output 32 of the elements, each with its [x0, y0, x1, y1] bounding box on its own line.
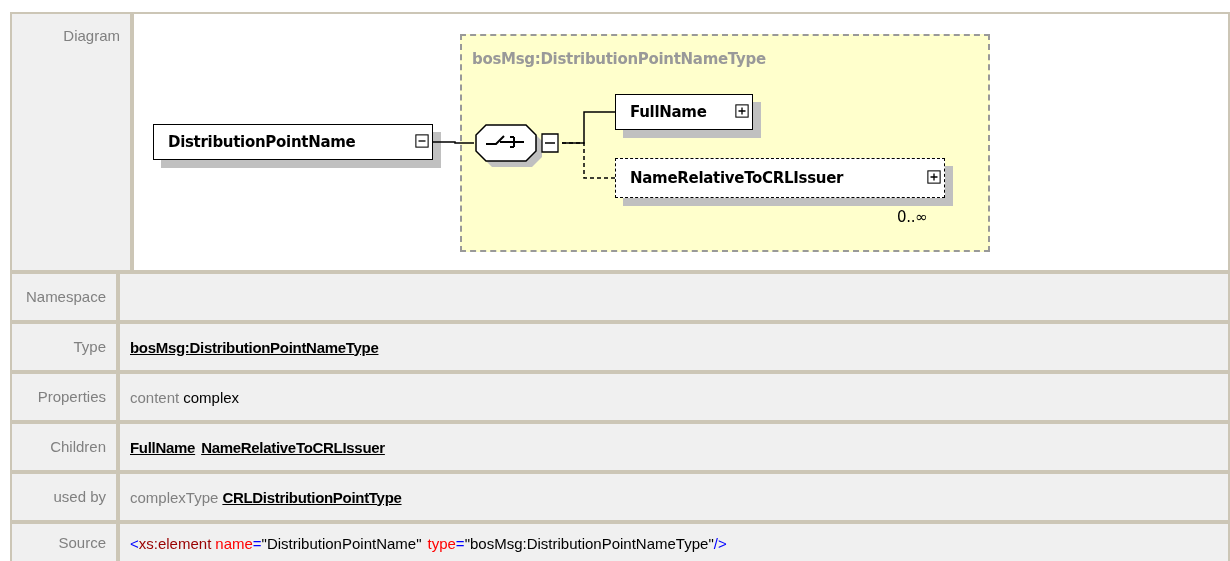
- connector-line: [432, 141, 475, 144]
- element-name: NameRelativeToCRLIssuer: [630, 169, 844, 187]
- markup-symbol: />: [713, 534, 727, 552]
- element-name: FullName: [630, 103, 707, 121]
- type-name: bosMsg:DistributionPointNameType: [472, 50, 766, 68]
- link-text: FullName: [130, 438, 196, 456]
- occurrence-label: 0..∞: [897, 208, 928, 226]
- tag-name: xs:element: [138, 534, 212, 552]
- link-text: NameRelativeToCRLIssuer: [201, 438, 385, 456]
- markup-symbol: =: [455, 534, 465, 552]
- row-header: Children: [10, 422, 118, 472]
- attribute-name: name: [215, 534, 253, 552]
- keyword-text: complexType: [130, 488, 219, 506]
- keyword-text: content: [130, 388, 180, 406]
- value-text: "DistributionPointName": [261, 534, 422, 552]
- row-header: Namespace: [10, 272, 118, 322]
- link-text: bosMsg:DistributionPointNameType: [130, 338, 379, 356]
- value-text: complex: [183, 388, 240, 406]
- compositor-octagon: [474, 124, 562, 168]
- markup-symbol: <: [130, 534, 139, 552]
- markup-symbol: =: [252, 534, 262, 552]
- row-header: Properties: [10, 372, 118, 422]
- value-text: "bosMsg:DistributionPointNameType": [464, 534, 714, 552]
- row-header: used by: [10, 472, 118, 522]
- element-name: DistributionPointName: [168, 133, 356, 151]
- type-band: [460, 34, 990, 252]
- link-text: CRLDistributionPointType: [222, 488, 402, 506]
- row-header: Source: [10, 522, 118, 561]
- row-header: Type: [10, 322, 118, 372]
- row-header: Diagram: [10, 12, 132, 272]
- attribute-name: type: [427, 534, 456, 552]
- connector-line: [561, 142, 616, 179]
